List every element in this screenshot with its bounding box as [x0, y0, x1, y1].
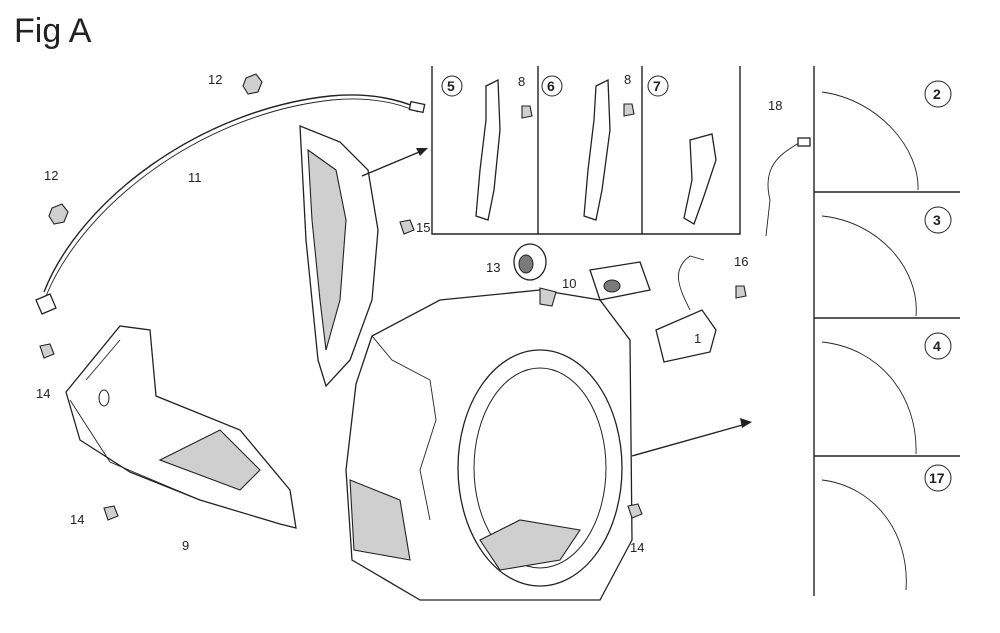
cable-assembly	[35, 73, 426, 315]
detail-3: 3	[933, 212, 941, 228]
callout-10: 10	[562, 276, 576, 291]
variant-6: 6	[547, 78, 555, 94]
detail-17: 17	[929, 470, 945, 486]
detail-2: 2	[933, 86, 941, 102]
callout-14a: 14	[36, 386, 50, 401]
callout-14c: 14	[630, 540, 644, 555]
variant-7: 7	[653, 78, 661, 94]
lower-shroud	[65, 325, 297, 529]
detail-panels	[813, 66, 960, 596]
figure-title: Fig A	[14, 12, 92, 50]
small-parts	[39, 137, 811, 521]
callout-labels: 1 8 8 9 10 11 12 12 13 14 14 14 15 16 18	[36, 72, 782, 555]
callout-8b: 8	[624, 72, 631, 87]
variant-labels: 5 6 7 2 3 4 17	[447, 78, 945, 486]
callout-15: 15	[416, 220, 430, 235]
air-guide	[299, 125, 428, 388]
callout-18: 18	[768, 98, 782, 113]
callout-12b: 12	[44, 168, 58, 183]
callout-8a: 8	[518, 74, 525, 89]
callout-12a: 12	[208, 72, 222, 87]
callout-11: 11	[188, 170, 202, 185]
callout-13: 13	[486, 260, 500, 275]
variant-inset	[431, 66, 741, 235]
callout-14b: 14	[70, 512, 84, 527]
callout-1: 1	[694, 331, 701, 346]
callout-9: 9	[182, 538, 189, 553]
fan-housing	[345, 287, 752, 601]
variant-5: 5	[447, 78, 455, 94]
detail-4: 4	[933, 338, 941, 354]
callout-16: 16	[734, 254, 748, 269]
